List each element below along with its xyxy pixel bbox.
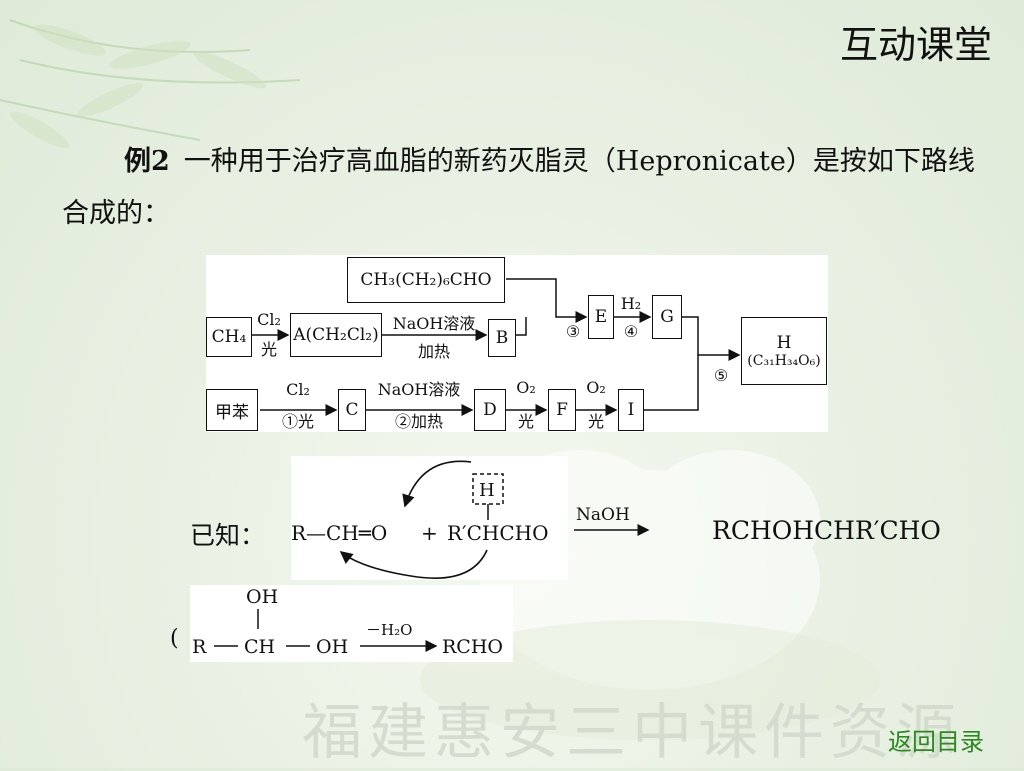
slide-title: 互动课堂 [839,23,992,67]
plus-sign: + [421,521,438,545]
open-paren: ( [170,626,179,651]
reactant2: R′CHCHO [447,521,548,545]
ch-center: CH [244,636,275,658]
h-name: H [776,333,792,353]
a-box: A(CH₂Cl₂) [290,313,382,357]
step3-label: ③ [565,322,581,341]
cl2-label-2: Cl₂ [286,380,310,399]
cl2-label: Cl₂ [257,310,281,329]
light-label-2: 光 [517,412,534,431]
gem-diol-drawing: OH R CH OH －H₂O RCHO [192,586,503,658]
back-to-contents-link[interactable]: 返回目录 [888,728,984,756]
reactant1: R—CH═O [291,521,387,545]
naoh-arrow: NaOH [574,505,650,536]
watermark: 福建惠安三中课件资源 [302,698,962,768]
known-label: 已知： [190,521,266,550]
o2-label-1: O₂ [516,378,536,397]
aldol-reaction-image: R—CH═O + R′CHCHO H [291,456,568,580]
oh-top: OH [246,586,278,608]
o2-label-2: O₂ [586,378,606,397]
d-box: D [474,389,506,431]
curved-arrow-top [402,460,472,508]
oh-right: OH [316,636,348,658]
synthesis-scheme: CH₃(CH₂)₆CHO CH₄ Cl₂ 光 A(CH₂Cl₂) NaOH溶液 … [206,255,828,432]
boxed-h: H [479,480,495,501]
h-box: H (C₃₁H₃₄O₆) [741,317,827,385]
light1-label: ①光 [281,412,314,431]
ch4-box: CH₄ [206,317,252,357]
light-label-3: 光 [587,412,604,431]
e-box: E [588,295,614,339]
i-box: I [618,389,644,431]
h2-label: H₂ [620,294,642,313]
toluene-box: 甲苯 [206,389,258,431]
rcho-product: RCHO [442,636,503,658]
scheme-arrows [252,278,741,416]
leaf-decoration [0,19,301,149]
dehydration-condition: －H₂O [366,621,412,639]
light-label: 光 [260,340,277,359]
naoh-reagent: NaOH [576,505,630,525]
step4-label: ④ [623,322,639,341]
h-dashed-box [472,473,504,505]
heat-label-1: 加热 [417,342,450,361]
r-group: R [192,636,207,658]
f-box: F [548,389,576,431]
problem-text: 一种用于治疗高血脂的新药灭脂灵（Hepronicate）是按如下路线合成的： [62,146,975,229]
step5-label: ⑤ [713,366,729,385]
problem-number: 例2 [124,146,170,177]
aldol-product: RCHOHCHR′CHO [712,516,941,545]
heptanal-box: CH₃(CH₂)₆CHO [347,257,505,303]
aldol-reaction-drawing: R—CH═O + R′CHCHO H [291,460,548,579]
gem-diol-reaction-image: OH R CH OH －H₂O RCHO [190,585,513,662]
curved-arrow-bottom [339,549,488,579]
h-formula: (C₃₁H₃₄O₆) [747,353,821,369]
g-box: G [652,295,682,339]
b-box: B [488,319,516,357]
heat2-label: ②加热 [394,412,443,431]
naoh-label-1: NaOH溶液 [392,314,476,333]
naoh-label-2: NaOH溶液 [377,380,461,399]
c-box: C [338,389,366,431]
